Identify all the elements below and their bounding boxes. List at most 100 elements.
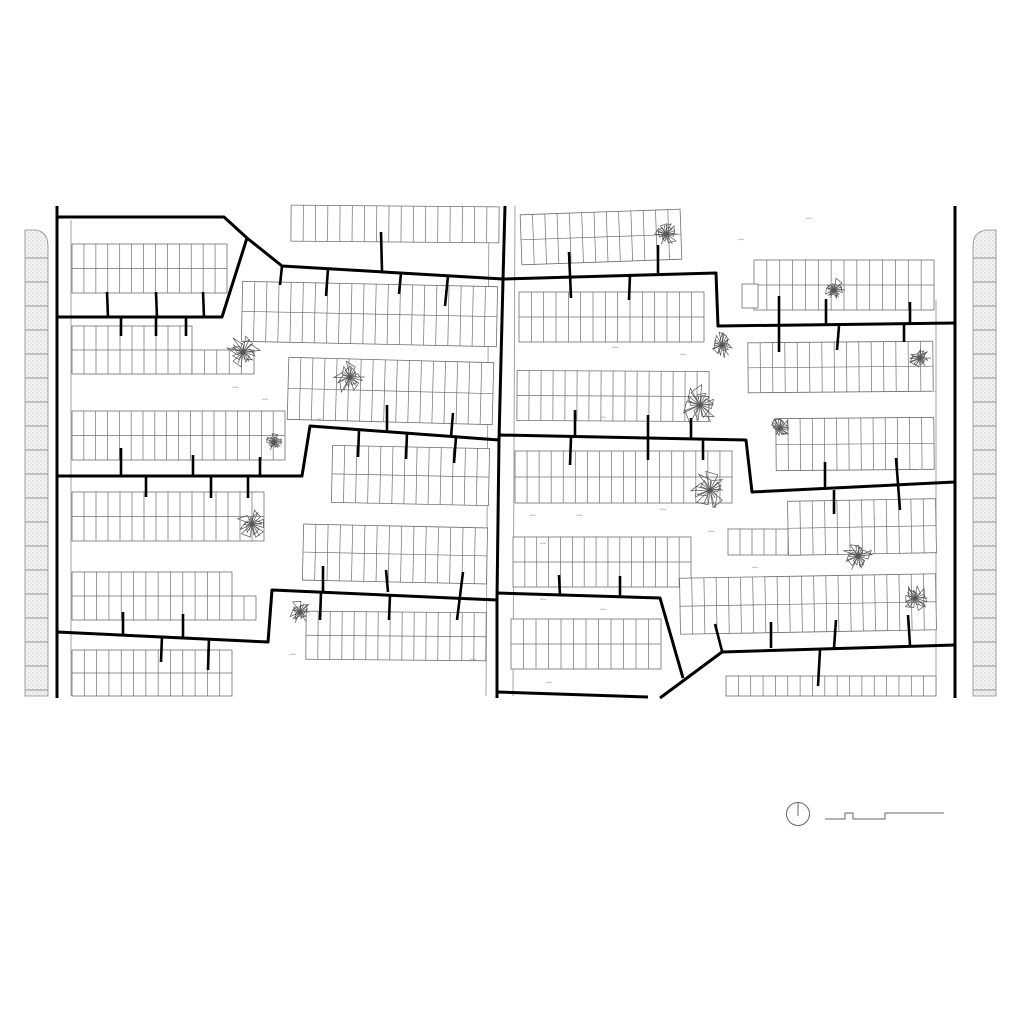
driveway-stub [835,325,841,351]
ground-mark [261,398,269,401]
driveway-stub [318,591,323,621]
ground-mark [529,514,537,517]
scale-bar-icon [825,812,944,820]
ground-mark [659,508,667,511]
east-middle-road [498,433,956,494]
left-sidewalk [24,229,49,697]
tree [842,544,874,571]
driveway-stub [713,623,724,652]
driveway-stubs [105,231,912,687]
ground-mark [539,598,547,601]
parking-bay [516,370,710,422]
parking-bay [240,280,499,348]
east-south-road [496,591,685,679]
north-east-arterial [502,271,956,328]
driveway-stub [356,429,361,458]
parking-bay [71,325,193,375]
ground-mark [707,530,715,533]
driveway-stub [627,274,632,301]
driveway-stub [568,436,573,466]
north-west-arterial [246,236,504,281]
driveway-stub [816,649,822,687]
ground-mark [929,390,937,393]
tree [226,335,262,368]
tree [909,348,931,368]
driveway-stub [397,272,403,295]
parking-bay [518,291,705,343]
parking-bay [331,444,490,507]
driveway-stub [449,412,455,438]
parking-bay [519,208,683,266]
parking-bay [71,410,286,461]
tree [771,417,790,437]
tree [689,470,724,509]
ground-mark [805,217,813,220]
driveway-stub [455,571,465,621]
driveway-stub [894,457,902,511]
ground-marks [231,217,937,684]
ground-mark [679,353,687,356]
tree [236,509,264,538]
ground-mark [599,608,607,611]
ground-mark [289,653,297,656]
parking-bay [514,450,733,504]
parking-bay [787,498,937,556]
driveway-stub [154,291,159,319]
parking-bay [753,259,935,311]
ground-mark [751,566,759,569]
parking-bay [725,675,937,697]
driveway-stub [105,291,110,318]
parking-bay [231,595,257,621]
parking-bay [290,204,500,244]
parking-bay [512,536,692,588]
ground-mark [469,658,477,661]
parking-bay [71,491,265,542]
ground-mark [737,238,745,241]
driveway-stub [567,251,573,299]
driveway-stub [278,265,284,286]
legend [786,802,944,826]
driveway-stub [557,574,562,597]
driveway-stub [159,635,164,663]
driveway-stub [443,275,450,307]
tree [683,383,715,424]
tree [333,360,365,394]
tree [289,601,310,624]
parking-bay [71,243,228,294]
driveway-stub [452,436,458,464]
parking-bay [510,618,662,670]
driveway-stub [384,569,390,593]
parking-bay [741,283,759,309]
driveway-stub [201,291,206,318]
vegetation [226,223,931,624]
south-edge-road [496,690,649,699]
parking-bay [71,571,233,621]
ground-mark [315,418,323,421]
driveway-stub [206,637,211,671]
parking-bay [775,416,935,472]
tree [265,433,283,450]
parking-bay [302,523,488,585]
parking-bay [727,528,789,556]
parking-bay [71,649,233,697]
ground-mark [917,468,925,471]
ground-mark [539,542,547,545]
ground-mark [575,514,583,517]
driveway-stub [404,432,409,460]
north-arrow-icon [786,802,810,826]
tree [711,331,733,358]
driveway-stub [379,231,384,272]
tree [904,584,928,612]
driveway-stub [906,614,912,646]
parking-bay [286,356,495,426]
ground-mark [611,346,619,349]
parking-bay [191,349,255,375]
west-middle-road [57,424,500,478]
ground-mark [545,681,553,684]
tree [825,277,846,299]
driveway-stub [324,268,330,297]
right-sidewalk [972,229,997,697]
south-east-road [659,643,956,700]
driveway-stub [832,619,838,649]
